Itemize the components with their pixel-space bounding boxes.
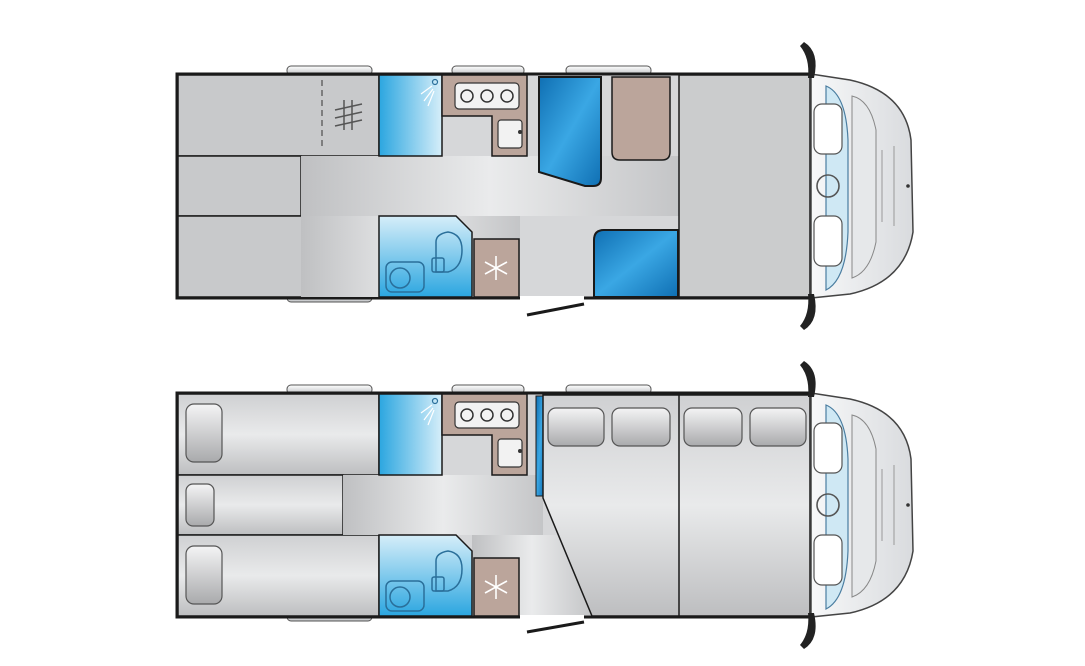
toilet-icon <box>431 550 463 592</box>
front-bench <box>678 74 811 298</box>
pillow-icon <box>185 483 215 527</box>
sink-icon <box>497 438 523 468</box>
ladder-icon <box>334 100 363 130</box>
dinette-table <box>611 76 671 161</box>
steering-wheel-icon <box>816 493 840 517</box>
pillow-icon <box>611 407 671 447</box>
washbasin-icon <box>385 580 425 612</box>
pillow-icon <box>683 407 743 447</box>
lounge-seat-top <box>538 76 602 187</box>
door-icon <box>526 302 585 317</box>
pillow-icon <box>185 545 223 605</box>
mirror-icon <box>800 294 816 330</box>
cab-seat <box>813 103 843 155</box>
shower-icon <box>420 78 439 107</box>
hob-icon <box>454 401 520 429</box>
sink-icon <box>497 119 523 149</box>
door-icon <box>526 620 585 634</box>
day-layout-floorplan <box>175 42 914 330</box>
washbasin-icon <box>385 261 425 293</box>
washroom <box>378 215 473 298</box>
hob-icon <box>454 82 520 110</box>
shower <box>378 74 443 157</box>
front-double-bed <box>542 394 811 617</box>
pillow-icon <box>749 407 807 447</box>
cab-seat <box>813 534 843 586</box>
shower-icon <box>420 397 439 426</box>
fridge-snowflake-icon <box>484 256 508 280</box>
rear-cushion-middle <box>177 155 302 217</box>
shower <box>378 393 443 476</box>
lounge-seat-bottom <box>593 229 679 298</box>
night-layout-floorplan <box>175 361 914 649</box>
aisle-floor <box>301 156 679 216</box>
mirror-icon <box>800 42 816 78</box>
washroom <box>378 534 473 617</box>
aisle-floor <box>343 475 543 535</box>
mirror-icon <box>800 613 816 649</box>
mirror-icon <box>800 361 816 397</box>
cab <box>800 42 914 330</box>
cab <box>800 361 914 649</box>
fridge-snowflake-icon <box>484 575 508 599</box>
pillow-icon <box>547 407 605 447</box>
toilet-icon <box>431 231 463 273</box>
steering-wheel-icon <box>816 174 840 198</box>
cab-seat <box>813 215 843 267</box>
pillow-icon <box>185 403 223 463</box>
cab-seat <box>813 422 843 474</box>
